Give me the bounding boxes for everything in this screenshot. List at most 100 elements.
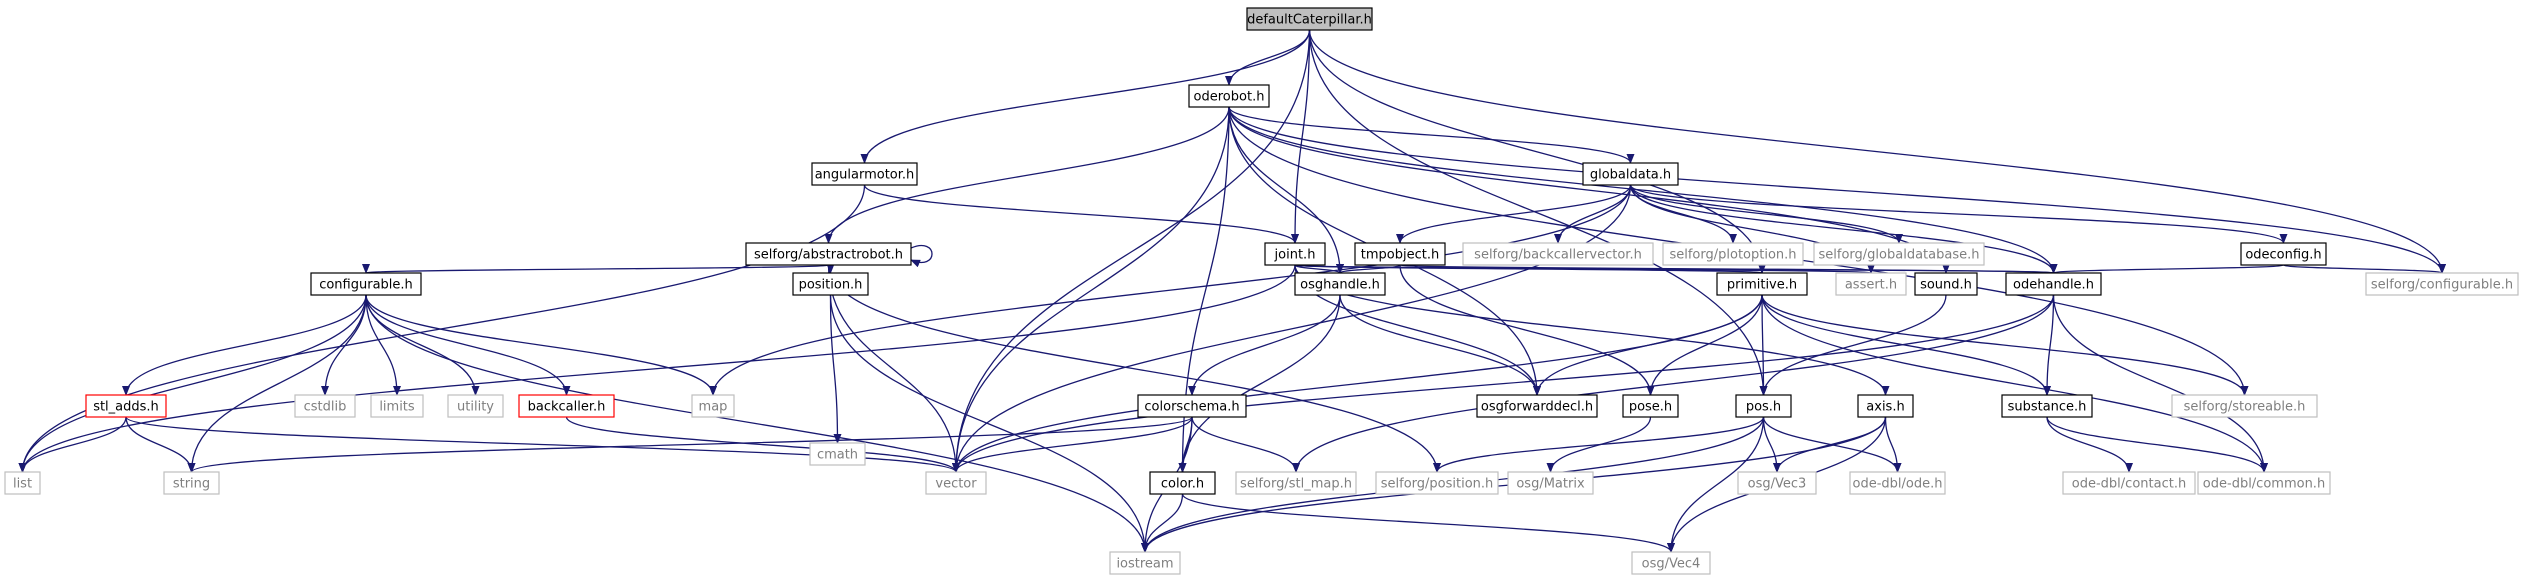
node-sound[interactable]: sound.h <box>1914 272 1978 296</box>
node-primitive[interactable]: primitive.h <box>1716 272 1808 296</box>
node-label: odeconfig.h <box>2245 248 2321 263</box>
edge-primitive-to-pos <box>1759 294 1768 396</box>
edge-configurable-to-cstdlib <box>321 294 367 396</box>
edge-defaultCaterpillar-to-angularmotor <box>860 29 1311 164</box>
edge-joint-to-list <box>18 264 1296 473</box>
node-backcaller[interactable]: backcaller.h <box>518 394 615 418</box>
node-label: selforg/globaldatabase.h <box>1819 248 1980 263</box>
edge-primitive-to-common <box>1761 294 2268 473</box>
node-label: selforg/abstractrobot.h <box>754 248 903 263</box>
edge-color-to-osgvec4 <box>1181 493 1675 553</box>
edge-osghandle-to-colorschema <box>1188 294 1341 396</box>
node-oderobot[interactable]: oderobot.h <box>1188 84 1270 108</box>
node-box <box>792 272 869 296</box>
node-osgforwarddecl[interactable]: osgforwarddecl.h <box>1476 394 1598 418</box>
node-box <box>4 471 41 495</box>
node-label: list <box>13 477 32 492</box>
node-odehandle[interactable]: odehandle.h <box>2005 272 2102 296</box>
node-color[interactable]: color.h <box>1149 471 1216 495</box>
node-box <box>1857 394 1914 418</box>
node-label: ode-dbl/common.h <box>2203 477 2325 492</box>
edge-defaultCaterpillar-to-pos <box>1308 29 1768 396</box>
node-limits: limits <box>370 394 424 418</box>
node-odeconfig[interactable]: odeconfig.h <box>2240 242 2327 266</box>
node-stl_adds[interactable]: stl_adds.h <box>85 394 167 418</box>
edge-defaultCaterpillar-to-oderobot <box>1225 29 1311 86</box>
node-contact: ode-dbl/contact.h <box>2062 471 2196 495</box>
node-box <box>1375 471 1499 495</box>
node-box <box>1137 394 1247 418</box>
node-label: vector <box>935 477 977 492</box>
node-substance[interactable]: substance.h <box>2001 394 2093 418</box>
edge-configurable-to-list <box>18 294 367 473</box>
node-colorschema[interactable]: colorschema.h <box>1137 394 1247 418</box>
node-box <box>518 394 615 418</box>
node-string: string <box>163 471 220 495</box>
edge-primitive-to-storeable <box>1761 294 2249 396</box>
edge-joint-to-assert <box>1294 263 1874 274</box>
edge-odehandle-to-stl_map <box>1292 294 2055 473</box>
node-label: osgforwarddecl.h <box>1481 400 1593 415</box>
node-box <box>1716 272 1808 296</box>
node-label: odehandle.h <box>2013 278 2094 293</box>
node-label: joint.h <box>1274 248 1316 263</box>
edge-pos-to-sfposition <box>1433 416 1765 473</box>
node-pos[interactable]: pos.h <box>1735 394 1792 418</box>
node-odedblode: ode-dbl/ode.h <box>1849 471 1946 495</box>
edge-globaldata-to-map <box>709 184 1632 396</box>
edge-angularmotor-to-list <box>18 184 866 473</box>
node-globaldatabase: selforg/globaldatabase.h <box>1813 242 1985 266</box>
edge-color-to-iostream <box>1141 493 1184 553</box>
node-cmath: cmath <box>809 442 866 466</box>
node-box <box>1462 242 1654 266</box>
node-box <box>1735 394 1792 418</box>
node-box <box>925 471 987 495</box>
edge-odeconfig-to-sfconfigurable <box>2282 263 2446 274</box>
node-joint[interactable]: joint.h <box>1264 242 1326 266</box>
node-box <box>310 272 422 296</box>
edge-oderobot-to-odehandle <box>1228 106 2058 274</box>
node-label: ode-dbl/contact.h <box>2072 477 2186 492</box>
node-box <box>2240 242 2327 266</box>
edge-odehandle-to-common <box>2052 294 2268 473</box>
node-box <box>370 394 424 418</box>
node-configurable[interactable]: configurable.h <box>310 272 422 296</box>
node-abstractrobot[interactable]: selforg/abstractrobot.h <box>745 242 912 266</box>
node-box <box>691 394 735 418</box>
node-angularmotor[interactable]: angularmotor.h <box>811 162 918 186</box>
node-label: stl_adds.h <box>93 400 159 415</box>
node-axis[interactable]: axis.h <box>1857 394 1914 418</box>
edge-primitive-to-pose <box>1646 294 1763 396</box>
node-label: selforg/configurable.h <box>2371 278 2513 293</box>
node-globaldata[interactable]: globaldata.h <box>1582 162 1679 186</box>
node-label: backcaller.h <box>528 400 606 415</box>
node-pose[interactable]: pose.h <box>1622 394 1679 418</box>
node-position[interactable]: position.h <box>792 272 869 296</box>
node-box <box>2001 394 2093 418</box>
node-box <box>163 471 220 495</box>
node-box <box>1246 7 1373 31</box>
node-osghandle[interactable]: osghandle.h <box>1294 272 1386 296</box>
edge-layer <box>18 29 2446 553</box>
edge-abstractrobot-to-vector <box>827 264 960 473</box>
node-defaultCaterpillar[interactable]: defaultCaterpillar.h <box>1246 7 1373 31</box>
node-label: tmpobject.h <box>1361 248 1439 263</box>
edge-defaultCaterpillar-to-vector <box>952 29 1311 473</box>
node-box <box>1737 471 1817 495</box>
node-label: colorschema.h <box>1144 400 1239 415</box>
node-box <box>1582 162 1679 186</box>
node-box <box>2171 394 2318 418</box>
edge-osghandle-to-osgforwarddecl <box>1339 294 1541 396</box>
node-box <box>1235 471 1357 495</box>
node-iostream: iostream <box>1109 551 1181 575</box>
node-tmpobject[interactable]: tmpobject.h <box>1354 242 1446 266</box>
node-label: limits <box>379 400 415 415</box>
node-sfconfigurable: selforg/configurable.h <box>2365 272 2519 296</box>
node-label: iostream <box>1116 557 1173 572</box>
edge-configurable-to-stl_adds <box>122 294 367 396</box>
node-osgvec3: osg/Vec3 <box>1737 471 1817 495</box>
edge-axis-to-osgvec3 <box>1773 416 1887 473</box>
node-label: oderobot.h <box>1194 90 1265 105</box>
edge-abstractrobot-to-configurable <box>363 263 830 274</box>
